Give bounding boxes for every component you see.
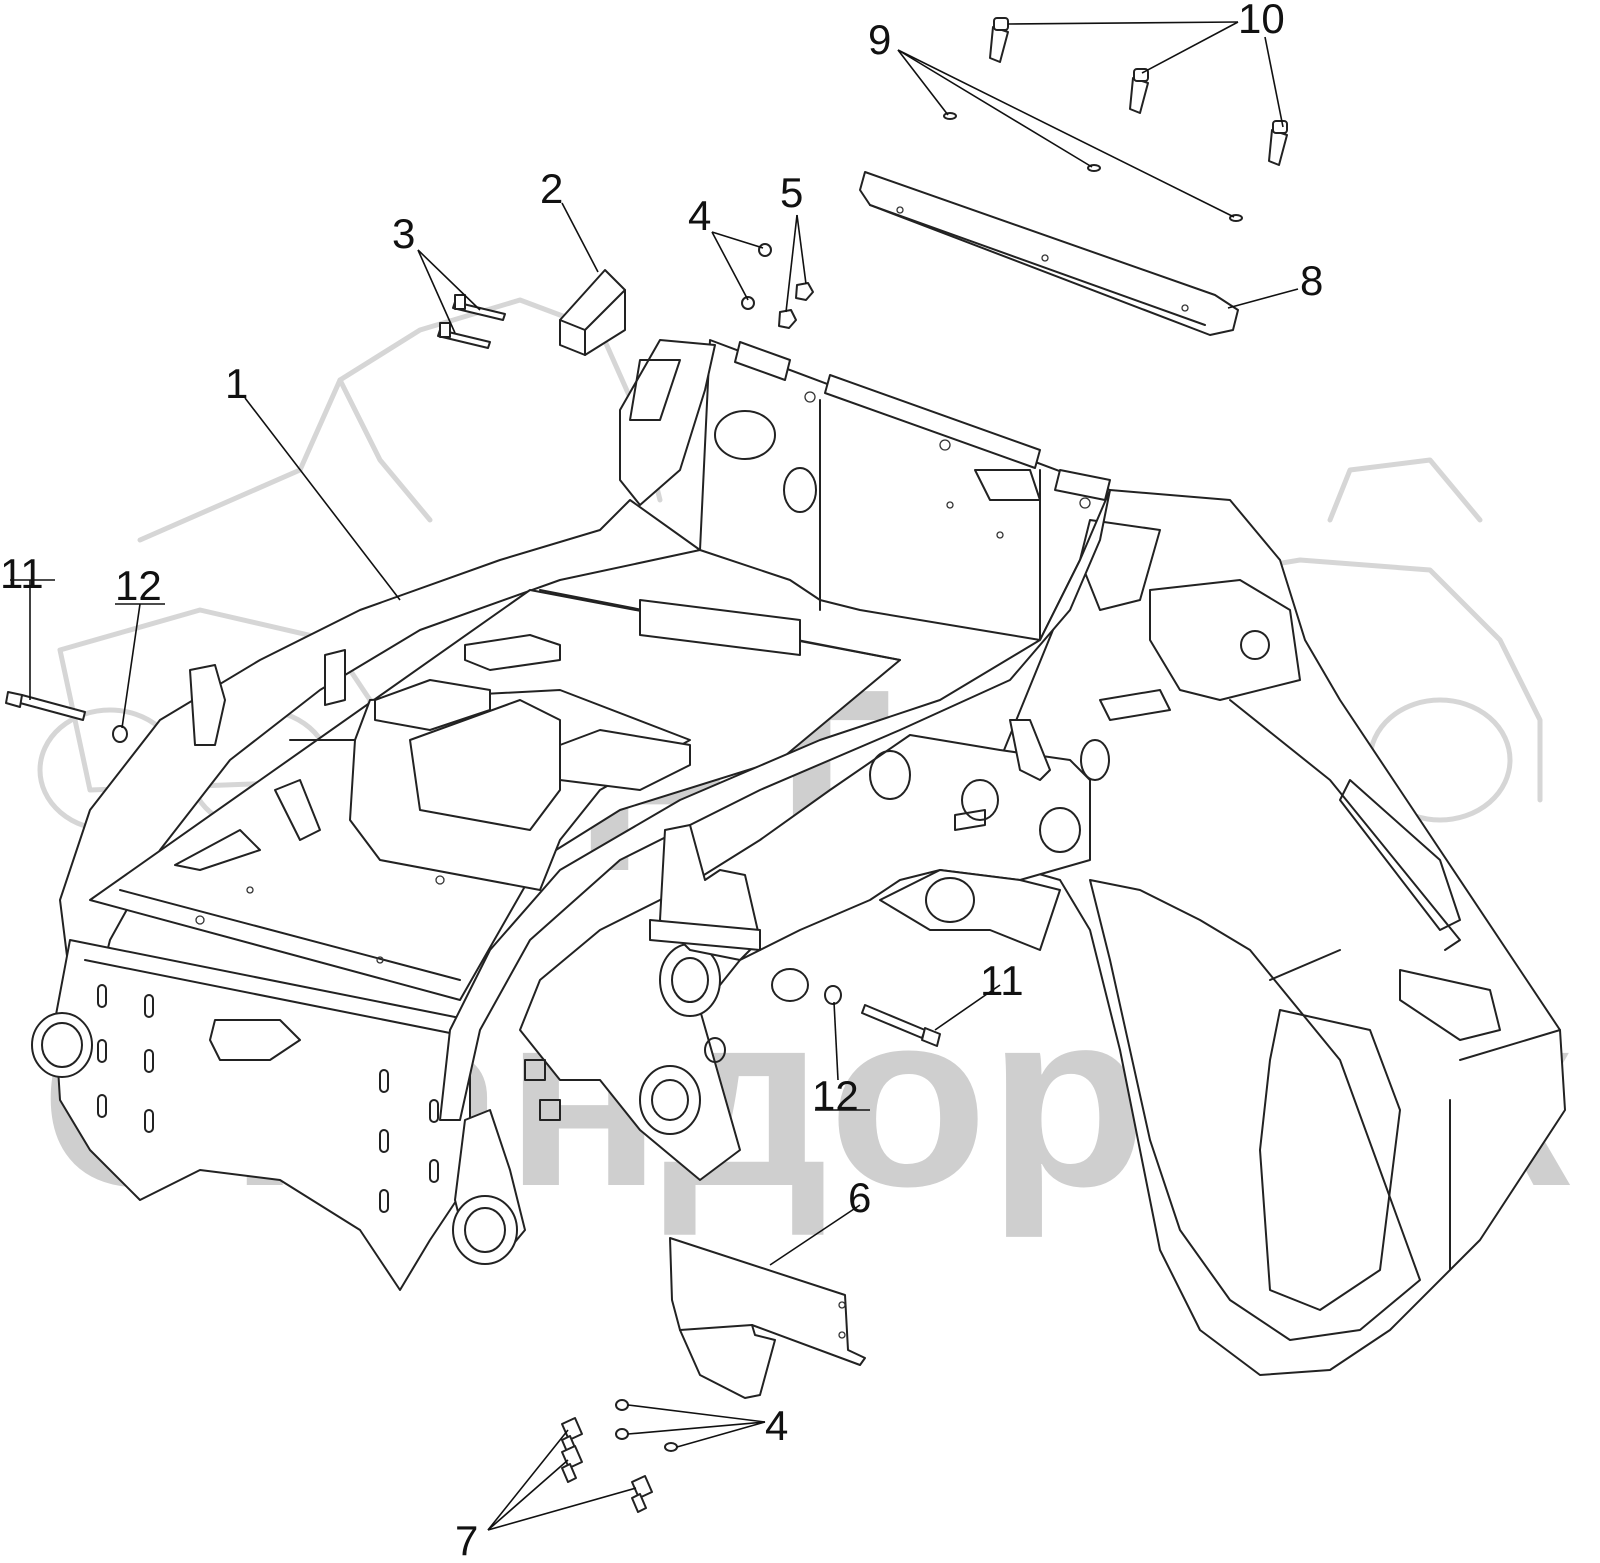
callout-8: 8	[1300, 257, 1323, 304]
callout-4-lower: 4	[765, 1402, 788, 1449]
part-11-bolt-right	[861, 1004, 941, 1047]
part-3-bolts	[437, 294, 506, 349]
callout-11-right: 11	[980, 957, 1024, 1004]
part-6-cover-plate	[669, 1237, 866, 1399]
part-11-bolt-left	[5, 691, 86, 721]
frame-front-arch	[439, 489, 1111, 1121]
callout-4-upper: 4	[688, 192, 711, 239]
part-7-bolts	[561, 1417, 653, 1513]
frame-left-tower	[619, 339, 716, 506]
frame-lower-center	[879, 869, 1061, 951]
frame-top-pin-end	[1054, 469, 1111, 501]
callout-5: 5	[780, 169, 803, 216]
part-4-washers-lower	[615, 1399, 678, 1452]
callout-1: 1	[225, 360, 248, 407]
callout-11-left: 11	[0, 550, 44, 597]
callout-3: 3	[392, 210, 415, 257]
callout-labels: 1 2 3 4 5 6 7 8 9 10 11 12 11 12 4	[0, 0, 1323, 1563]
callout-2: 2	[540, 165, 563, 212]
part-12-washer-left	[112, 725, 128, 743]
frame-top-pin-left	[734, 341, 791, 381]
frame-top-pin-right	[824, 374, 1041, 469]
frame-rear-bracket	[1149, 579, 1301, 701]
part-8-cross-bar	[859, 171, 1239, 336]
part-9-pins	[943, 112, 1243, 222]
main-frame-assembly	[31, 339, 1566, 1376]
part-12-washer-right	[824, 985, 842, 1005]
callout-6: 6	[848, 1174, 871, 1221]
leader-lines	[10, 21, 1299, 1531]
callout-9: 9	[868, 16, 891, 63]
part-5-nuts	[778, 282, 814, 329]
callout-10: 10	[1238, 0, 1285, 42]
frame-back-wall	[699, 339, 1111, 641]
part-4-washers-upper	[741, 243, 772, 310]
callout-7: 7	[455, 1517, 478, 1558]
part-2-spacer-block	[559, 269, 626, 356]
callout-12-right: 12	[812, 1072, 859, 1119]
callout-12-left: 12	[115, 562, 162, 609]
frame-cross-beam	[639, 599, 801, 656]
